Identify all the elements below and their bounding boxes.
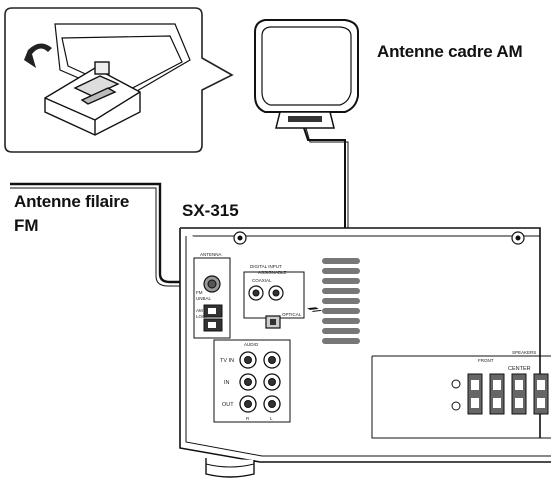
- panel-l-label: L: [270, 416, 273, 421]
- am-antenna-stand-closeup: [44, 23, 191, 136]
- am-loop-antenna: [254, 19, 359, 129]
- panel-speakers-label: SPEAKERS: [512, 350, 536, 355]
- panel-out-label: OUT: [222, 402, 234, 408]
- antenna-terminals: [193, 257, 231, 339]
- vent-slots: [322, 258, 360, 344]
- model-label: SX-315: [182, 201, 239, 220]
- panel-audio-label: AUDIO: [244, 342, 259, 347]
- fm-antenna-label-line2: FM: [14, 216, 39, 235]
- panel-r-label: R: [246, 416, 250, 421]
- fm-wire-antenna: [10, 182, 196, 287]
- fm-antenna-label-line1: Antenne filaire: [14, 192, 130, 211]
- panel-unbal-label: UNBAL: [196, 296, 212, 301]
- speaker-terminals: [371, 355, 551, 439]
- panel-in-label: IN: [224, 380, 230, 386]
- audio-io-block: [213, 339, 291, 423]
- panel-am-label: AM: [196, 308, 203, 313]
- callout-inset: [4, 7, 234, 153]
- panel-assignable-label: ASSIGNABLE: [258, 270, 287, 275]
- panel-coaxial-label: COAXIAL: [252, 278, 272, 283]
- panel-optical-label: OPTICAL: [282, 312, 302, 317]
- panel-antenna-label: ANTENNA: [200, 252, 222, 257]
- am-antenna-label: Antenne cadre AM: [377, 42, 523, 61]
- panel-center-label: CENTER: [508, 366, 531, 372]
- panel-front-label: FRONT: [478, 358, 494, 363]
- digital-input-block: [243, 271, 305, 329]
- rca-jacks: [239, 351, 281, 413]
- rotate-arrow-icon: [24, 43, 52, 68]
- panel-tvin-label: TV IN: [220, 358, 234, 364]
- panel-digital-input-label: DIGITAL INPUT: [250, 264, 282, 269]
- panel-loop-label: LOOP: [196, 314, 209, 319]
- panel-fm-label: FM: [196, 290, 203, 295]
